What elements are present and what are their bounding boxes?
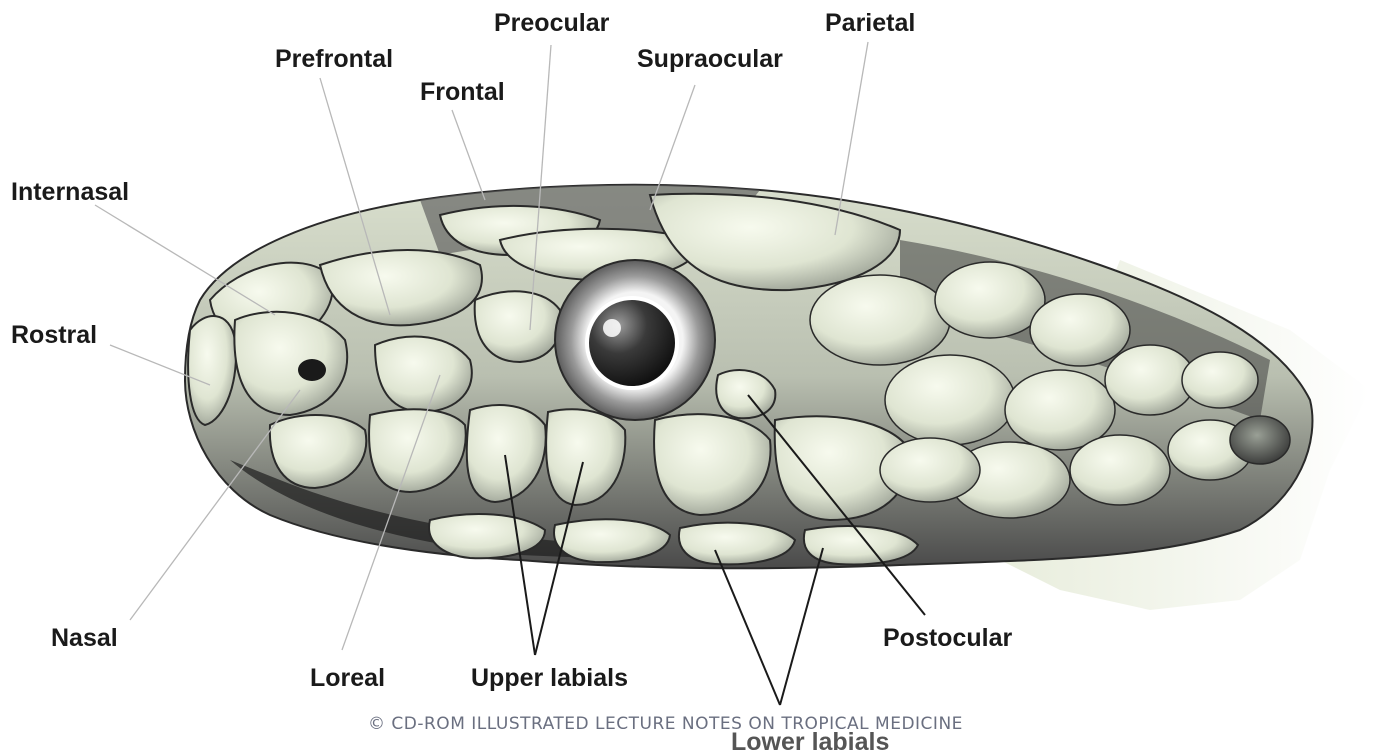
- eye: [555, 260, 715, 420]
- temporal-scale-12: [880, 438, 980, 502]
- temporal-scale-3: [1030, 294, 1130, 366]
- temporal-scale-11: [1230, 416, 1290, 464]
- label-parietal: Parietal: [825, 11, 915, 36]
- label-frontal: Frontal: [420, 80, 505, 105]
- leader-lower-labial-a: [715, 550, 780, 705]
- label-preocular: Preocular: [494, 11, 609, 36]
- temporal-scale-4: [885, 355, 1015, 445]
- eye-highlight: [603, 319, 621, 337]
- label-upper-labials: Upper labials: [471, 666, 628, 691]
- label-loreal: Loreal: [310, 666, 385, 691]
- temporal-scale-10: [1182, 352, 1258, 408]
- temporal-scale-1: [810, 275, 950, 365]
- nostril: [298, 359, 326, 381]
- label-nasal: Nasal: [51, 626, 118, 651]
- eye-pupil: [587, 298, 677, 388]
- copyright-notice: © CD-ROM ILLUSTRATED LECTURE NOTES ON TR…: [368, 716, 963, 733]
- label-prefrontal: Prefrontal: [275, 47, 393, 72]
- temporal-scale-2: [935, 262, 1045, 338]
- leader-lower-labial-b: [780, 548, 823, 705]
- label-postocular: Postocular: [883, 626, 1012, 651]
- label-supraocular: Supraocular: [637, 47, 783, 72]
- leader-frontal: [452, 110, 485, 200]
- label-rostral: Rostral: [11, 323, 97, 348]
- label-internasal: Internasal: [11, 180, 129, 205]
- temporal-scale-8: [1070, 435, 1170, 505]
